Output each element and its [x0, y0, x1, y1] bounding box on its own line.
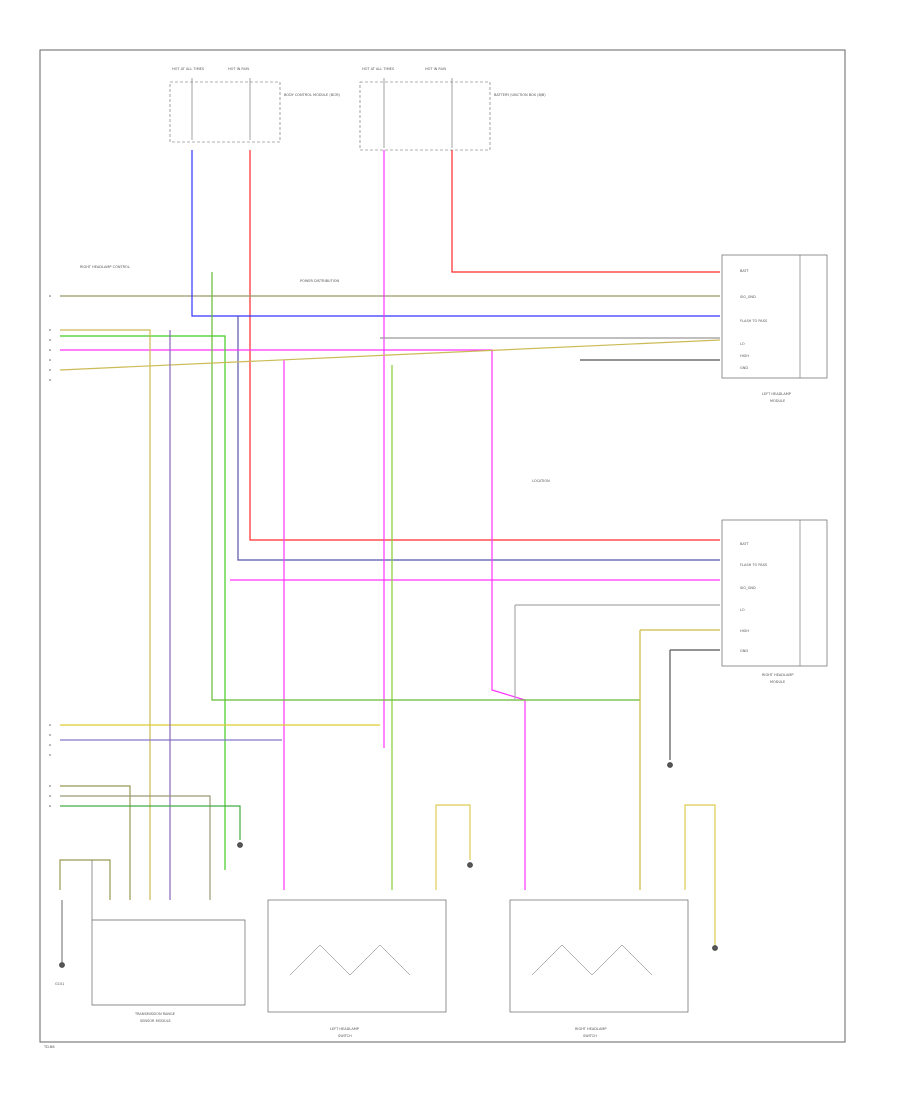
wire-loop-left — [59, 859, 111, 900]
ground-symbols — [59, 762, 718, 968]
connector-top-label: RIGHT HEADLAMP CONTROL — [80, 265, 130, 269]
right-headlamp-module: RIGHT HEADLAMP MODULE — [721, 519, 828, 684]
right-headlamp-switch: RIGHT HEADLAMP SWITCH — [509, 899, 689, 1038]
wire-red-top — [451, 150, 720, 273]
bottom-left-label: TRANSMISSION RANGE — [134, 1012, 175, 1016]
wire-blue-top — [191, 150, 720, 317]
module-pin-labels: BATT SIG_GND FLASH TO PASS LO HIGH GND B… — [740, 269, 768, 653]
svg-text:LO: LO — [740, 608, 745, 612]
wire-green-a — [60, 335, 226, 870]
wire-green-low — [60, 805, 241, 840]
bottom-mid-label: LEFT HEADLAMP — [330, 1027, 359, 1031]
bottom-mid-sublabel: SWITCH — [338, 1034, 352, 1038]
fuse-box-left-label: BODY CONTROL MODULE (BCM) — [284, 93, 341, 97]
left-headlamp-sublabel: MODULE — [770, 399, 785, 403]
svg-text:SIG_GND: SIG_GND — [740, 295, 756, 299]
fuse-box-right: HOT AT ALL TIMES HOT IN RUN BATTERY JUNC… — [359, 67, 546, 151]
left-headlamp-label: LEFT HEADLAMP — [762, 392, 791, 396]
wire-gray-b — [514, 604, 720, 700]
bottom-left-sublabel: SENSOR MODULE — [140, 1019, 171, 1023]
fuse-label-4: HOT IN RUN — [425, 67, 446, 71]
wire-blue-mid — [237, 316, 720, 561]
svg-text:GND: GND — [740, 649, 748, 653]
fuse-label-2: HOT IN RUN — [228, 67, 249, 71]
fuse-label-1: HOT AT ALL TIMES — [172, 67, 205, 71]
power-distribution-label: POWER DISTRIBUTION — [300, 279, 340, 283]
svg-text:BATT: BATT — [740, 542, 750, 546]
svg-text:FLASH TO PASS: FLASH TO PASS — [740, 563, 768, 567]
bottom-right-sublabel: SWITCH — [583, 1034, 597, 1038]
center-note: LOCATION — [532, 479, 550, 483]
wire-yellow-loop-mid — [435, 804, 471, 890]
wire-magenta-b — [60, 349, 526, 890]
fuse-box-right-label: BATTERY JUNCTION BOX (BJB) — [494, 93, 546, 97]
diagram-frame — [39, 49, 846, 1043]
svg-text:HIGH: HIGH — [740, 629, 749, 633]
fuse-label-3: HOT AT ALL TIMES — [362, 67, 395, 71]
svg-text:SIG_GND: SIG_GND — [740, 586, 756, 590]
left-headlamp-module: LEFT HEADLAMP MODULE — [721, 254, 828, 403]
right-headlamp-label: RIGHT HEADLAMP — [762, 673, 794, 677]
corner-code: TD-B6 — [43, 1045, 55, 1049]
svg-text:FLASH TO PASS: FLASH TO PASS — [740, 319, 768, 323]
ground-label: G101 — [55, 982, 64, 986]
right-headlamp-sublabel: MODULE — [770, 680, 785, 684]
wire-yellow-a — [60, 329, 151, 900]
svg-text:BATT: BATT — [740, 269, 750, 273]
bottom-right-label: RIGHT HEADLAMP — [575, 1027, 607, 1031]
wire-olive-low-a — [60, 785, 131, 900]
transmission-range-module: TRANSMISSION RANGE SENSOR MODULE — [91, 860, 246, 1023]
left-headlamp-switch: LEFT HEADLAMP SWITCH — [267, 899, 447, 1038]
left-pin-markers — [49, 295, 51, 807]
wire-red-mid — [249, 150, 720, 541]
svg-text:LO: LO — [740, 342, 745, 346]
wire-olive-low-b — [60, 795, 211, 900]
wire-green-c — [211, 272, 640, 701]
wire-yellow-loop-right — [684, 804, 716, 945]
wire-yellow-b — [59, 339, 721, 371]
svg-text:HIGH: HIGH — [740, 354, 749, 358]
wire-yellow-c — [639, 629, 720, 890]
wire-black-b — [669, 649, 720, 760]
fuse-elements — [191, 78, 453, 148]
svg-text:GND: GND — [740, 366, 748, 370]
fuse-box-left: HOT AT ALL TIMES HOT IN RUN BODY CONTROL… — [169, 67, 341, 143]
